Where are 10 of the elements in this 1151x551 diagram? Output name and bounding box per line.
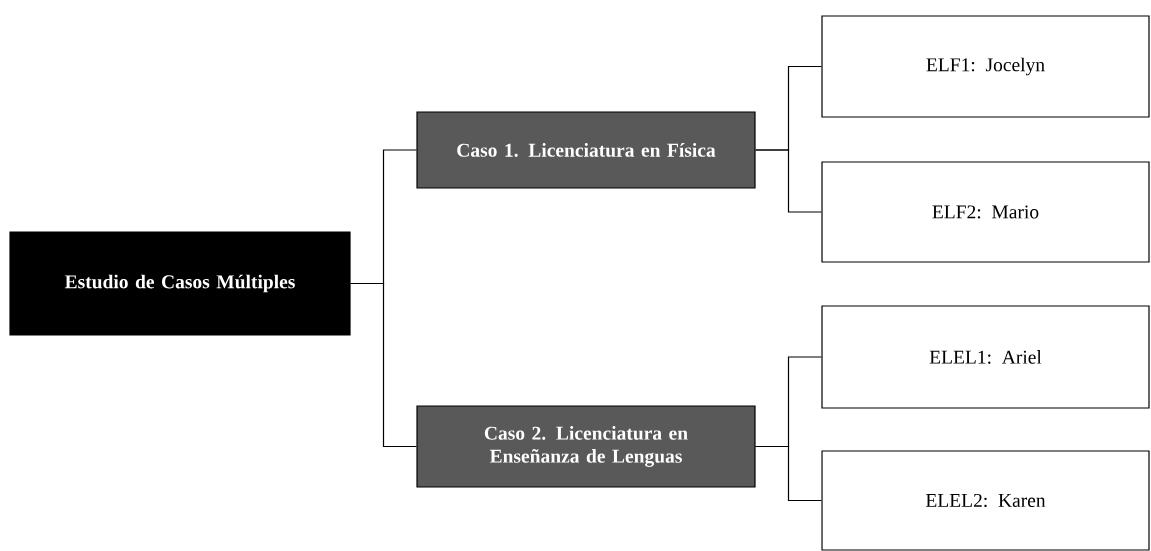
case-box: ELF1: Jocelyn <box>821 15 1150 118</box>
connector-line <box>755 149 822 213</box>
case-box: ELEL2: Karen <box>821 450 1150 551</box>
connector-line <box>755 445 822 502</box>
connector-line <box>350 282 417 448</box>
category-box: Caso 1. Licenciatura en Física <box>416 111 756 189</box>
case-box: ELF2: Mario <box>821 161 1150 263</box>
category-box: Caso 2. Licenciatura en Enseñanza de Lenguas <box>416 405 756 488</box>
case-box: ELEL1: Ariel <box>821 305 1150 409</box>
root-box: Estudio de Casos Múltiples <box>9 231 351 336</box>
